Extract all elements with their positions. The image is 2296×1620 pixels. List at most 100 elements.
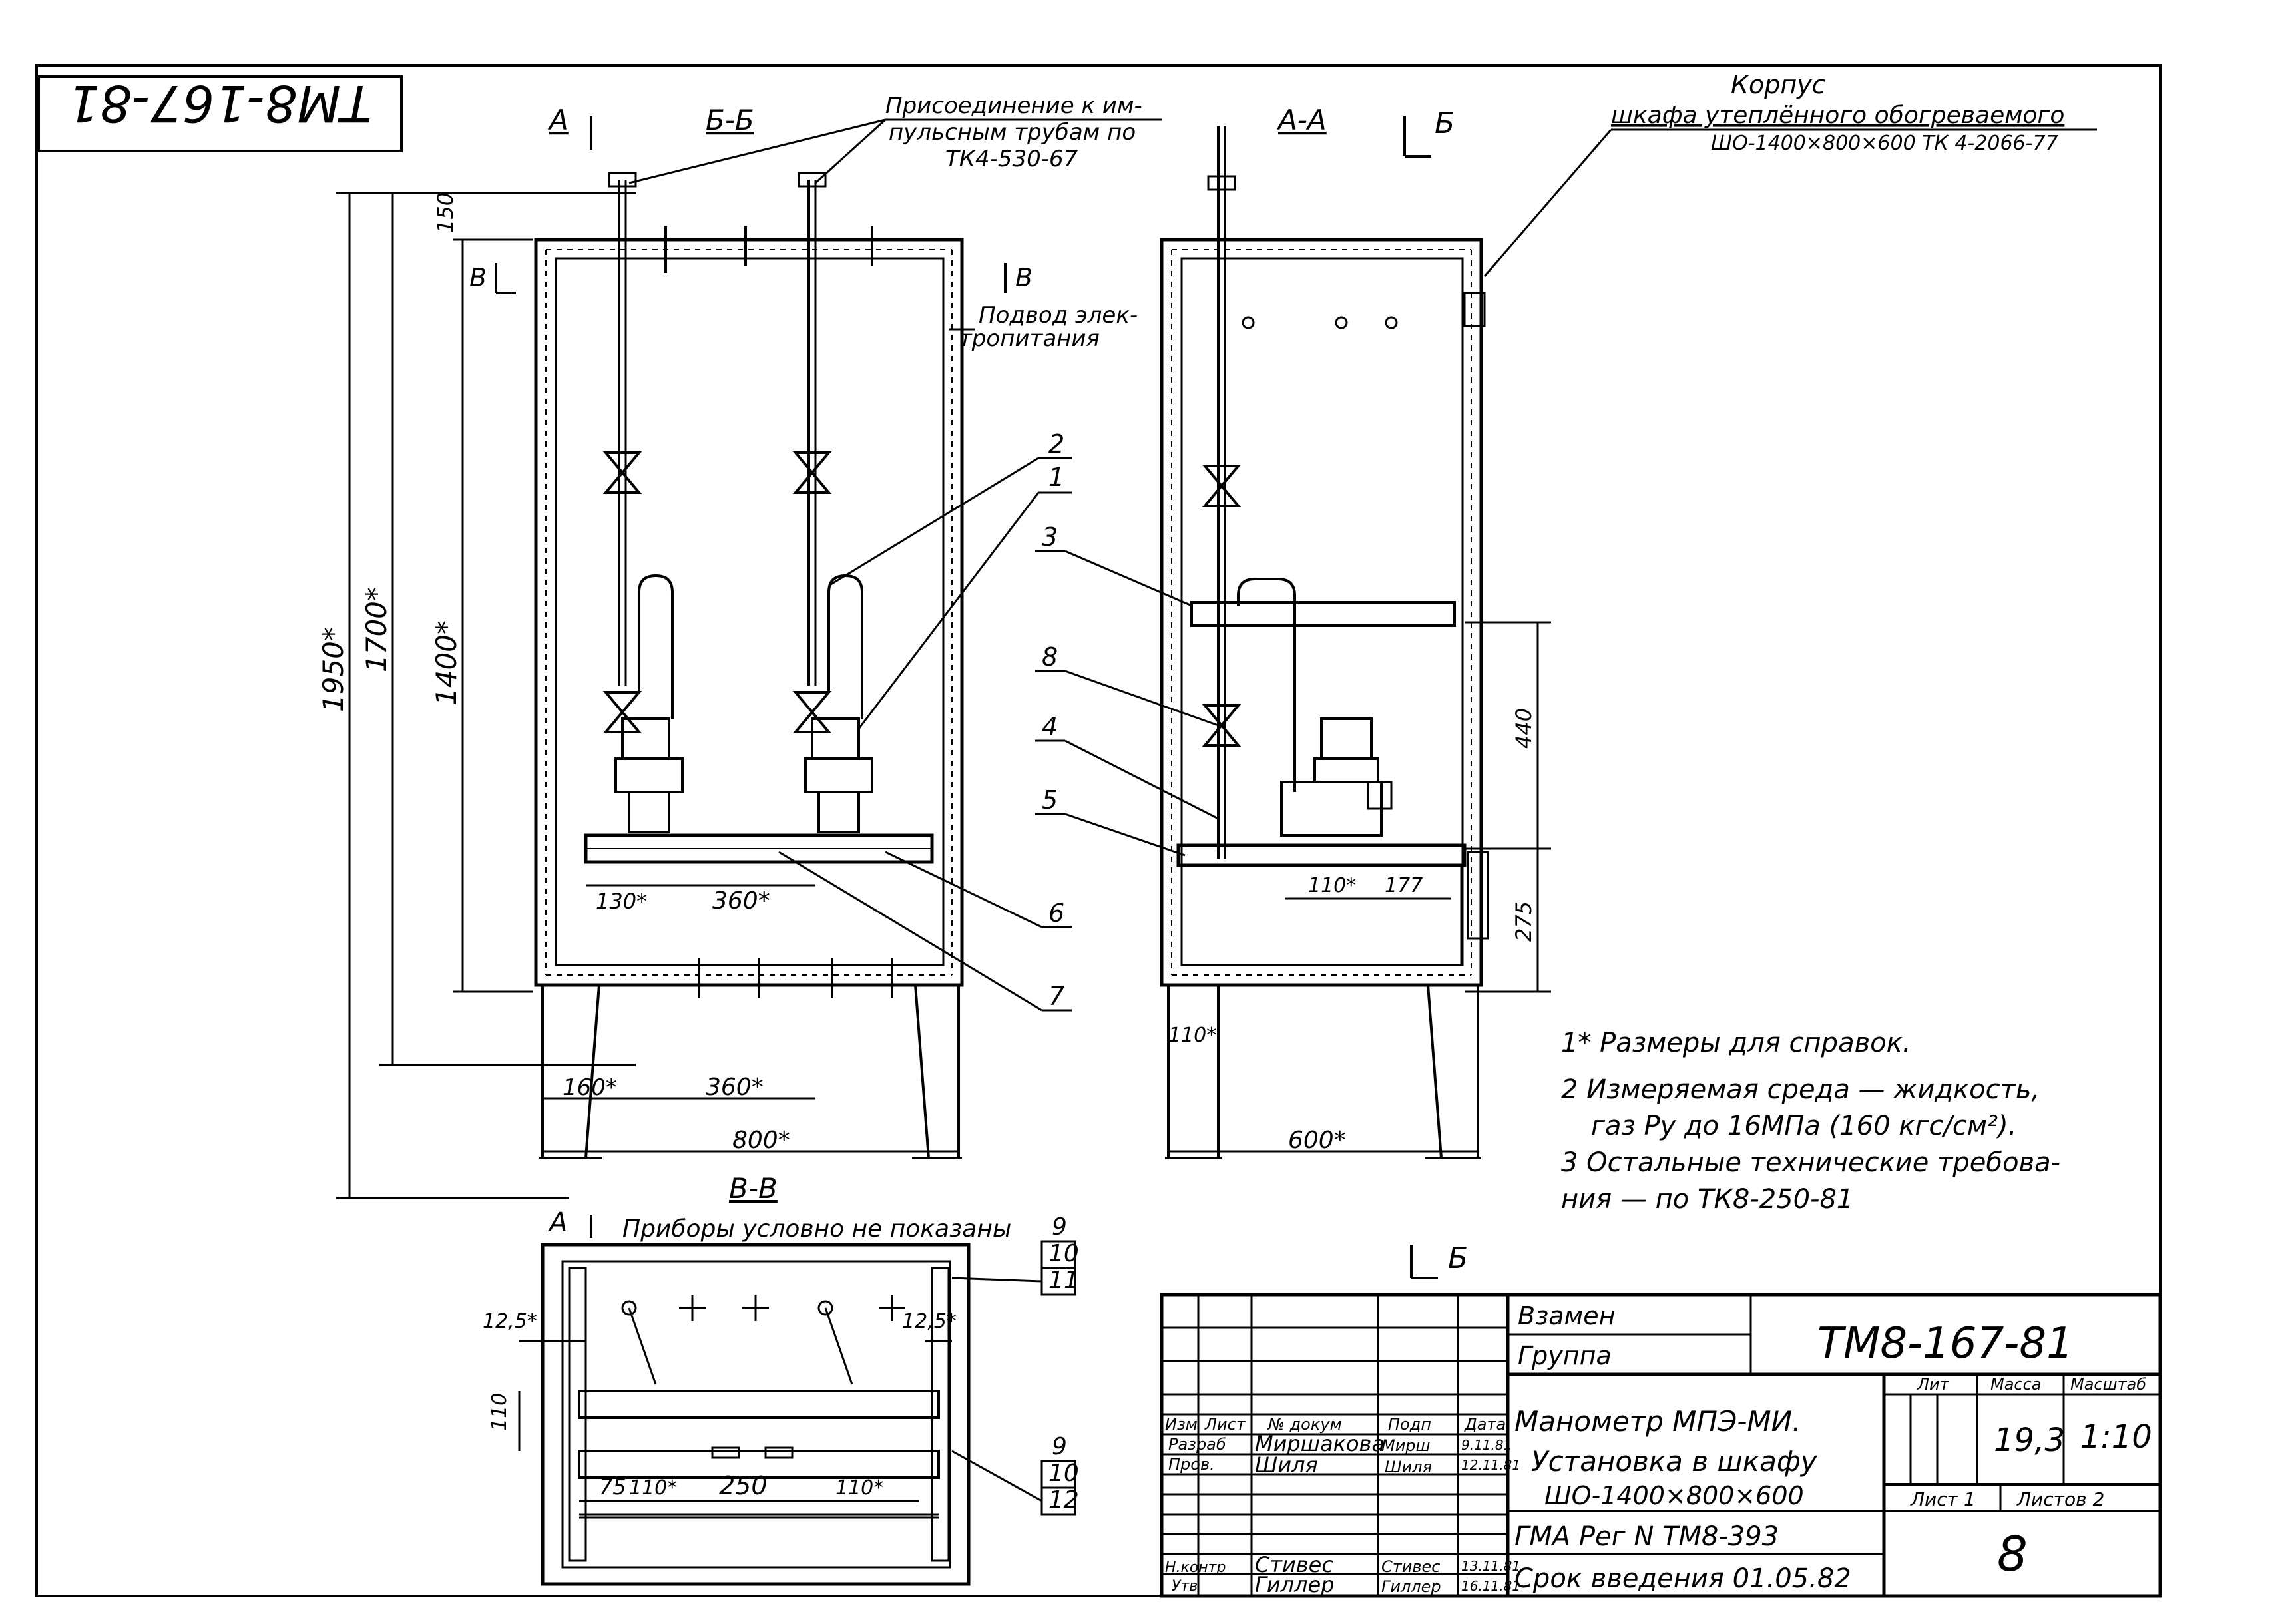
- view-label-b-bottom: Б: [1448, 1241, 1468, 1275]
- view-label-v-right: В: [1015, 263, 1033, 292]
- tb-name-utv: Гиллер: [1255, 1572, 1335, 1597]
- dim-275: 275: [1511, 901, 1536, 942]
- tb-role-prov: Пров.: [1168, 1455, 1215, 1474]
- pos-1: 1: [1048, 463, 1064, 492]
- sheet-frame: [35, 64, 2162, 1597]
- tb-page-no: 8: [1997, 1526, 2028, 1582]
- dim-160: 160*: [563, 1074, 617, 1101]
- dim-110-leg: 110*: [1168, 1024, 1216, 1047]
- callout-housing-2: шкафа утеплённого обогреваемого: [1611, 102, 2064, 129]
- tb-intro-date: Срок введения 01.05.82: [1514, 1563, 1851, 1594]
- view-label-aa: А-А: [1276, 104, 1327, 136]
- tb-sign-nkontr: Стивес: [1381, 1557, 1440, 1576]
- pos-10-bottom: 10: [1048, 1460, 1079, 1487]
- stamp-text: ТМ8-167-81: [68, 74, 372, 133]
- tb-group: Группа: [1518, 1341, 1612, 1370]
- pos-9-bottom: 9: [1052, 1433, 1067, 1460]
- tb-name-razrab: Миршакова: [1255, 1431, 1385, 1456]
- view-label-bb: Б-Б: [706, 104, 754, 136]
- cabinet-aa-view: [1160, 126, 1489, 1159]
- dim-12-5-right: 12,5*: [902, 1310, 957, 1333]
- dim-1400: 1400*: [430, 620, 463, 706]
- note-2: 2 Измеряемая среда — жидкость,: [1561, 1074, 2040, 1105]
- tb-sheet: Лист 1: [1910, 1488, 1976, 1510]
- callout-instruments-note: Приборы условно не показаны: [622, 1215, 1011, 1243]
- pos-9-top: 9: [1052, 1213, 1067, 1241]
- dim-130: 130*: [596, 889, 647, 914]
- dim-110-aa: 110*: [1308, 874, 1356, 897]
- dim-360-bottom: 360*: [706, 1074, 764, 1101]
- tb-lit-label: Лит: [1917, 1375, 1950, 1394]
- tb-title-3: ШО-1400×800×600: [1544, 1481, 1804, 1510]
- tb-replaces: Взамен: [1518, 1301, 1615, 1330]
- tb-sign-utv: Гиллер: [1381, 1577, 1441, 1596]
- callout-housing-3: ШО-1400×800×600 ТК 4-2066-77: [1711, 132, 2058, 155]
- pos-7: 7: [1048, 982, 1064, 1011]
- pos-2: 2: [1048, 429, 1064, 459]
- dim-110-vv-c: 110*: [835, 1476, 883, 1500]
- callout-connection-2: пульсным трубам по: [889, 119, 1136, 146]
- dim-177: 177: [1385, 874, 1423, 897]
- pos-5: 5: [1042, 785, 1058, 815]
- tb-title-1: Манометр МПЭ-МИ.: [1514, 1405, 1801, 1438]
- dim-440: 440: [1511, 708, 1536, 749]
- dim-150: 150: [433, 192, 458, 233]
- tb-sheets: Листов 2: [2016, 1488, 2104, 1510]
- pos-8: 8: [1042, 642, 1058, 672]
- dim-110-vv-b: 110*: [629, 1476, 677, 1500]
- callout-connection-3: ТК4-530-67: [945, 146, 1078, 172]
- dimension-lines: [336, 192, 1551, 1502]
- dim-250: 250: [719, 1471, 768, 1500]
- pos-12: 12: [1048, 1486, 1079, 1514]
- tb-role-razrab: Разраб: [1168, 1435, 1226, 1454]
- pos-3: 3: [1042, 522, 1058, 552]
- note-1: 1* Размеры для справок.: [1561, 1028, 1911, 1058]
- title-block: [1160, 1293, 2162, 1598]
- tb-name-nkontr: Стивес: [1255, 1552, 1333, 1577]
- view-label-v-left: В: [469, 263, 487, 292]
- cabinet-vv-view: [541, 1243, 971, 1586]
- tb-mass-label: Масса: [1990, 1375, 2042, 1394]
- tb-title-2: Установка в шкафу: [1531, 1445, 1818, 1478]
- callout-power-1: Подвод элек-: [979, 302, 1138, 329]
- position-leaders: [778, 457, 1219, 1516]
- tb-sign-prov: Шиля: [1385, 1458, 1432, 1476]
- callout-connection-1: Присоединение к им-: [885, 93, 1142, 119]
- view-label-a-bottom: А: [547, 1207, 567, 1238]
- tb-name-prov: Шиля: [1255, 1452, 1318, 1478]
- tb-h-izm: Изм: [1165, 1415, 1198, 1434]
- tb-date-prov: 12.11.81: [1461, 1457, 1520, 1473]
- view-label-vv: В-В: [729, 1172, 778, 1205]
- note-3: 3 Остальные технические требова-: [1561, 1147, 2060, 1178]
- tb-h-date: Дата: [1464, 1415, 1506, 1434]
- tb-reg: ГМА Рег N ТМ8-393: [1514, 1521, 1779, 1552]
- tb-date-razrab: 9.11.81: [1461, 1437, 1512, 1453]
- callout-power-2: тропитания: [959, 325, 1100, 352]
- pos-6: 6: [1048, 899, 1064, 928]
- dim-800: 800*: [732, 1127, 790, 1154]
- tb-h-sign: Подп: [1388, 1415, 1431, 1434]
- tb-role-utv: Утв: [1172, 1578, 1198, 1595]
- pos-4: 4: [1042, 712, 1058, 741]
- tb-sign-razrab: Мирш: [1381, 1436, 1431, 1455]
- tb-h-doc: № докум: [1267, 1415, 1342, 1434]
- callout-housing-1: Корпус: [1731, 70, 1826, 99]
- dim-360-top: 360*: [712, 887, 770, 914]
- tb-date-nkontr: 13.11.81: [1461, 1558, 1520, 1574]
- view-label-b-mark: Б: [1435, 106, 1455, 140]
- dim-1950: 1950*: [317, 627, 349, 712]
- callout-leaders: [628, 118, 2097, 331]
- mirrored-stamp: ТМ8-167-81: [37, 74, 403, 152]
- dim-1700: 1700*: [360, 587, 393, 672]
- tb-code: ТМ8-167-81: [1817, 1319, 2074, 1368]
- dim-600: 600*: [1288, 1127, 1346, 1154]
- dim-110-vv: 110: [488, 1393, 511, 1431]
- tb-mass: 19,3: [1994, 1422, 2065, 1459]
- tb-h-list: Лист: [1204, 1415, 1246, 1434]
- tb-date-utv: 16.11.81: [1461, 1578, 1520, 1594]
- view-label-a-mark: А: [547, 104, 569, 136]
- note-2b: газ Ру до 16МПа (160 кгс/см²).: [1591, 1111, 2016, 1141]
- cabinet-bb-view: [534, 172, 964, 1159]
- section-markers: [495, 116, 1438, 1279]
